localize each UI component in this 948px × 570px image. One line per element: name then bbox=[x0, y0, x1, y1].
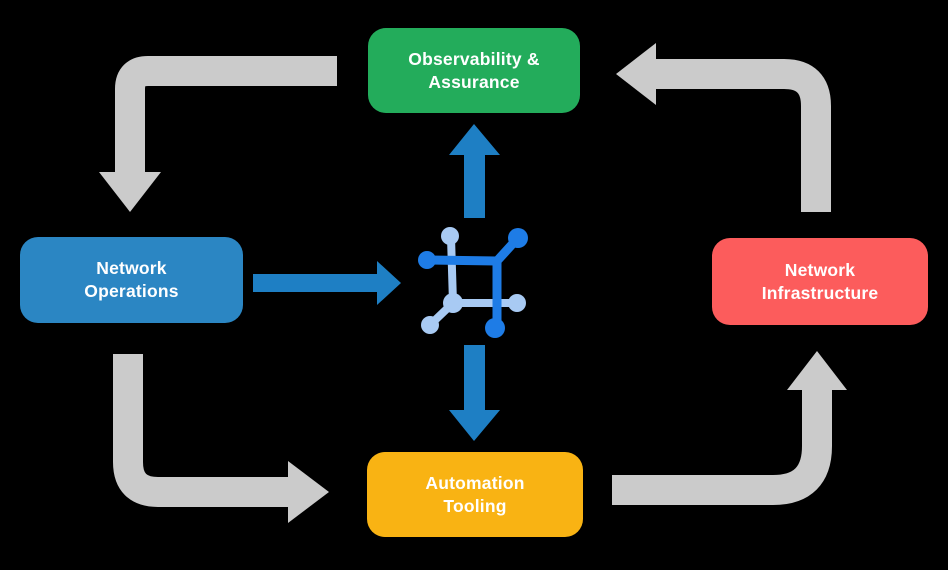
network-icon-dark-parts bbox=[418, 228, 528, 338]
cycle-arrow-operations-to-automation bbox=[113, 354, 329, 523]
flow-arrow-operations-to-icon bbox=[253, 261, 401, 305]
node-label-line: Operations bbox=[84, 281, 179, 301]
flow-arrow-icon-to-automation bbox=[449, 345, 500, 441]
node-observability-assurance: Observability & Assurance bbox=[368, 28, 580, 113]
cycle-arrow-infrastructure-to-observability bbox=[616, 43, 831, 212]
node-label-line: Network bbox=[784, 259, 856, 280]
network-automation-icon bbox=[418, 227, 528, 338]
node-label-line: Observability & bbox=[408, 48, 540, 69]
node-network-operations: Network Operations bbox=[20, 237, 243, 323]
node-network-infrastructure: Network Infrastructure bbox=[712, 238, 928, 325]
node-label-line: Automation bbox=[425, 472, 525, 493]
node-label-line: Infrastructure bbox=[761, 282, 879, 303]
network-icon-light-parts bbox=[421, 227, 526, 334]
node-label-line: Assurance bbox=[428, 71, 520, 92]
flow-arrow-icon-to-observability bbox=[449, 124, 500, 218]
cycle-arrow-automation-to-infrastructure bbox=[612, 351, 847, 505]
node-label-line: Network bbox=[96, 258, 167, 278]
cycle-arrow-observability-to-operations bbox=[99, 56, 337, 212]
node-automation-tooling: Automation Tooling bbox=[367, 452, 583, 537]
node-label-line: Tooling bbox=[443, 495, 507, 516]
